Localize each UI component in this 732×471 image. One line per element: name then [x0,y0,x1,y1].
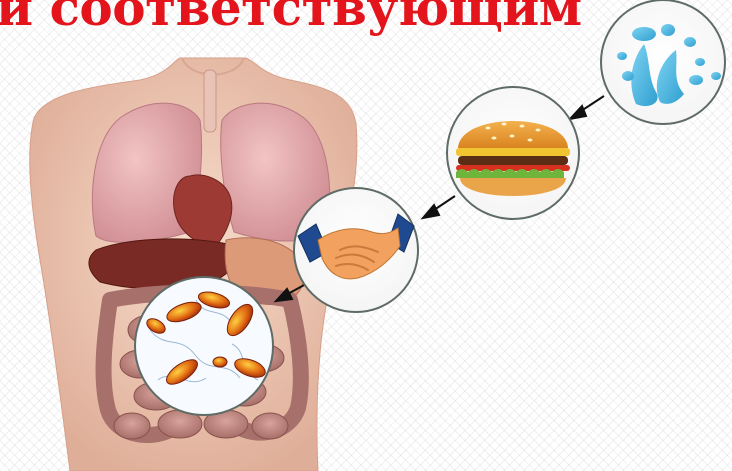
arrow-head-icon [570,106,586,119]
arrow-head-icon [423,205,439,218]
burger-icon [447,87,579,219]
water-icon [601,0,725,124]
handshake-icon [294,188,418,312]
bacteria-icon [135,277,273,415]
